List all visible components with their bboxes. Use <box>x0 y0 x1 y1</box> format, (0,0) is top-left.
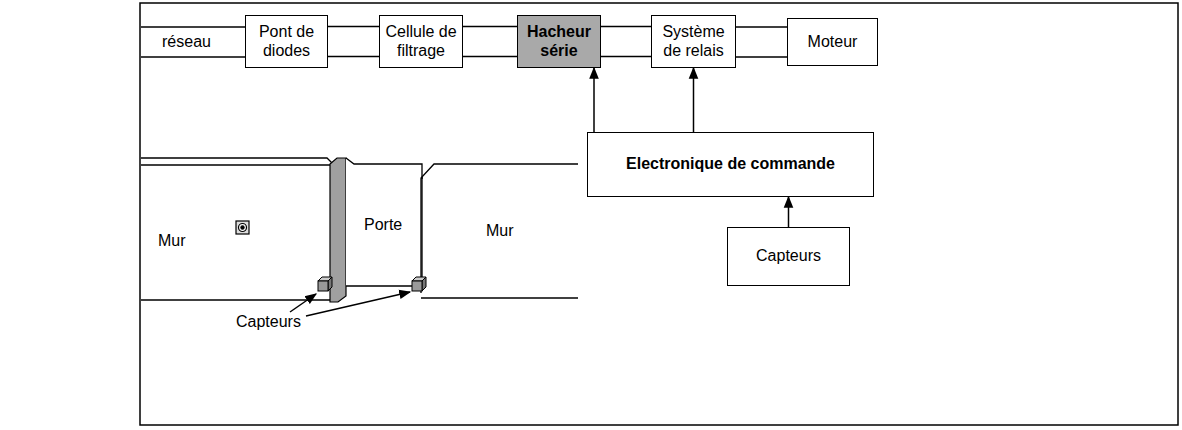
box-text: Cellule de filtrage <box>384 23 458 60</box>
wall-sensor <box>412 277 426 291</box>
process-box: Hacheur série <box>517 15 601 68</box>
door <box>346 158 422 286</box>
control-box: Electronique de commande <box>587 132 874 197</box>
box-text: Pont de diodes <box>250 23 323 60</box>
power-wires <box>463 27 517 57</box>
box-text: Hacheur série <box>522 23 596 60</box>
process-box: Pont de diodes <box>245 15 328 68</box>
door-sensor <box>318 277 332 291</box>
process-box: Moteur <box>787 18 878 66</box>
process-box: Système de relais <box>651 15 736 68</box>
box-text: Electronique de commande <box>626 155 835 173</box>
box-text: Système de relais <box>656 23 731 60</box>
network-wires <box>141 27 245 57</box>
power-wires <box>601 27 651 57</box>
sensor-box: Capteurs <box>727 227 850 286</box>
wall-sensor-icon <box>236 221 249 234</box>
outer-frame <box>140 3 1178 425</box>
sensor-leaders <box>290 292 410 316</box>
box-text: Capteurs <box>756 247 821 265</box>
power-wires <box>328 27 379 57</box>
left-wall <box>141 158 333 300</box>
door-label: Porte <box>364 216 402 234</box>
sensor-label: Capteurs <box>236 313 301 331</box>
control-arrow <box>593 68 595 132</box>
control-arrow <box>693 68 695 132</box>
control-arrow <box>788 197 790 227</box>
wall-label: Mur <box>486 222 514 240</box>
box-text: Moteur <box>808 33 858 51</box>
right-wall <box>421 164 578 298</box>
wall-label: Mur <box>158 232 186 250</box>
power-wires <box>736 27 787 57</box>
process-box: Cellule de filtrage <box>379 15 463 68</box>
input-label: réseau <box>162 33 211 51</box>
